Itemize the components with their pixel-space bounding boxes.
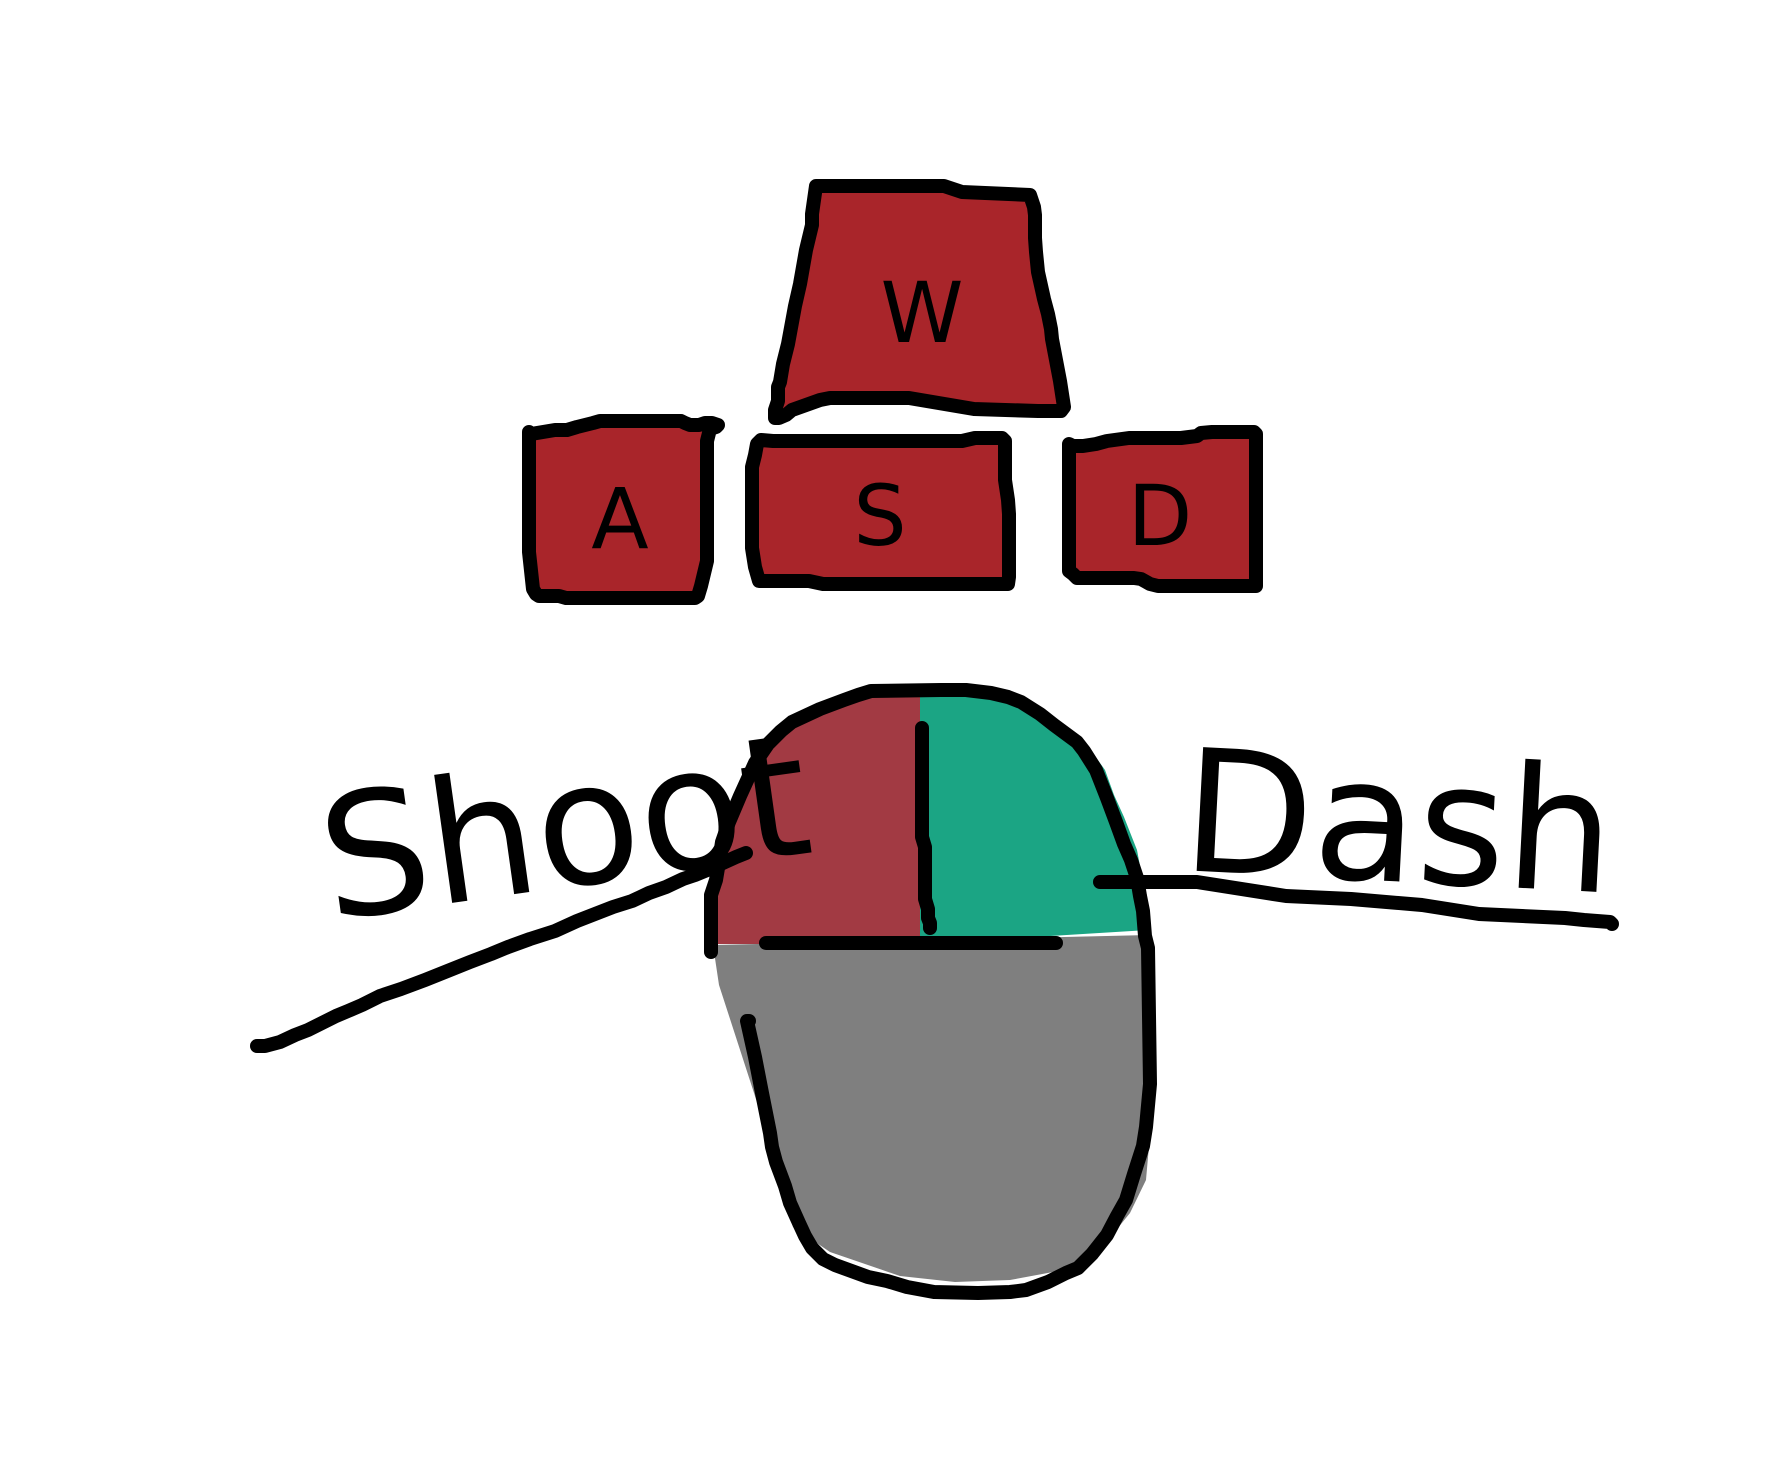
dash-callout-line [1093, 875, 1619, 931]
key-d-cap [1062, 425, 1263, 593]
key-s-cap [745, 431, 1016, 591]
mouse-button-divider [915, 721, 937, 935]
key-d-letter: D [1128, 467, 1193, 565]
key-d: D [1062, 425, 1263, 593]
key-a-cap [522, 414, 725, 605]
mouse [704, 683, 1157, 1300]
wasd-keys: W A S D [522, 179, 1263, 605]
mouse-outline [704, 683, 1157, 1300]
key-a-letter: A [591, 470, 648, 568]
shoot-callout-line [250, 846, 753, 1053]
key-w-letter: W [880, 264, 963, 362]
key-s: S [745, 431, 1016, 591]
key-a: A [522, 414, 725, 605]
mouse-body [713, 935, 1154, 1282]
key-s-letter: S [853, 467, 906, 565]
dash-label: Dash [1178, 713, 1619, 933]
key-w: W [768, 179, 1071, 425]
key-w-cap [768, 179, 1071, 425]
